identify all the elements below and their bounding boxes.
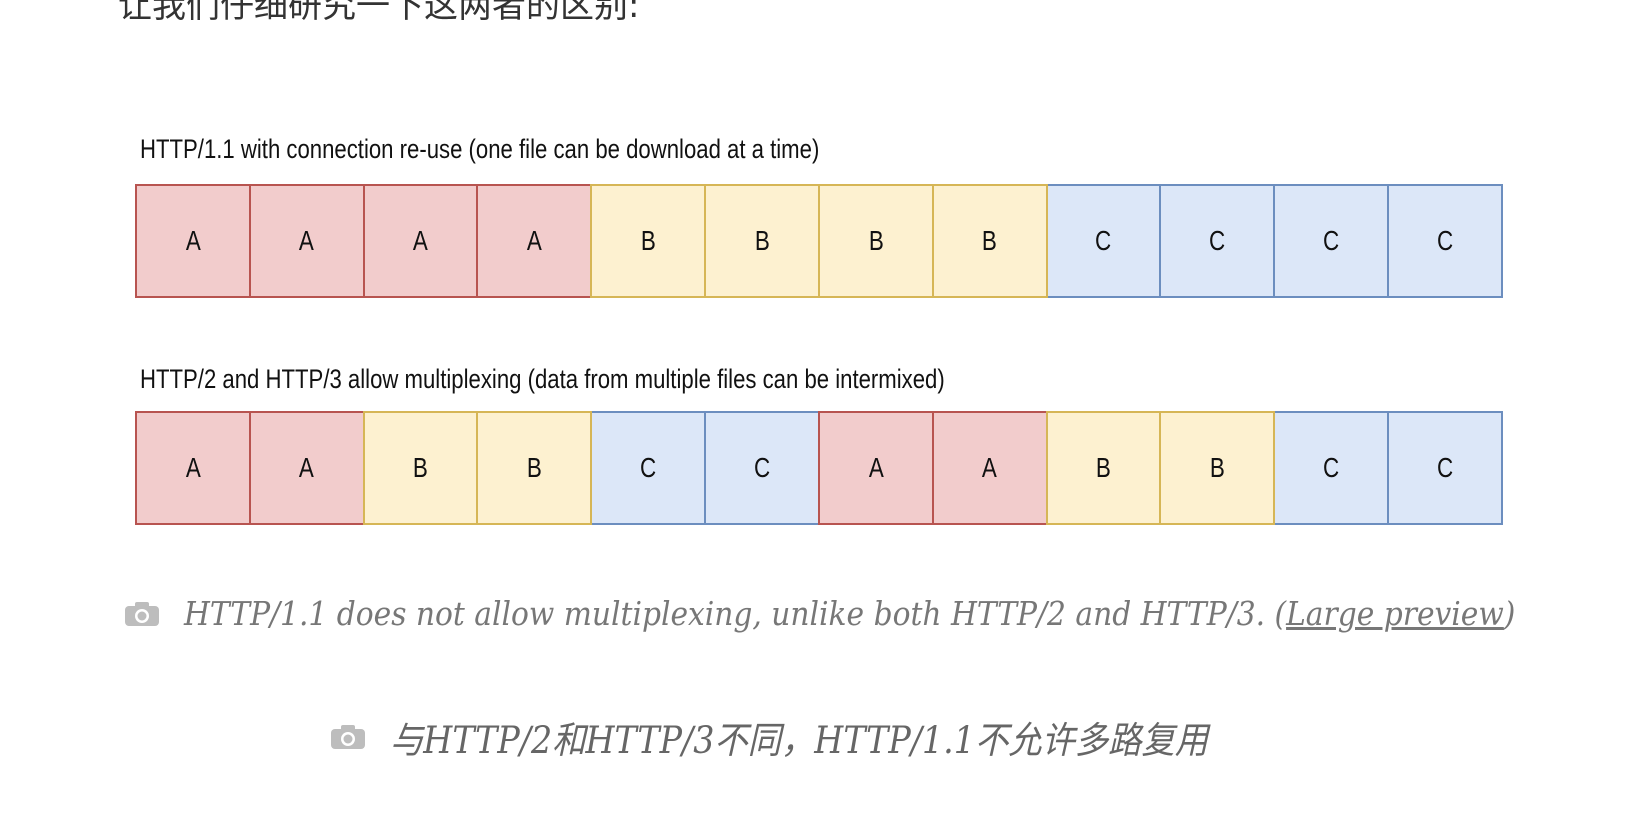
row2-cell-c: C — [1387, 411, 1503, 525]
row1-cell-b: B — [817, 184, 934, 298]
caption-text-wrapper: HTTP/1.1 does not allow multiplexing, un… — [184, 594, 1515, 633]
cell-label: B — [982, 225, 998, 256]
cell-label: C — [1436, 225, 1454, 256]
cell-label: A — [185, 225, 201, 256]
cell-label: B — [754, 225, 770, 256]
cell-label: B — [526, 452, 542, 483]
row1-cell-a: A — [476, 184, 593, 298]
row1-cell-b: B — [704, 184, 820, 298]
row2-cell-b: B — [1045, 411, 1162, 525]
cell-label: C — [640, 452, 657, 483]
row2-title: HTTP/2 and HTTP/3 allow multiplexing (da… — [140, 364, 945, 394]
cell-label: A — [299, 452, 315, 483]
row2-cell-b: B — [362, 411, 479, 525]
cell-label: B — [868, 225, 884, 256]
cell-label: A — [868, 452, 884, 483]
cell-label: A — [299, 225, 315, 256]
row1-cell-c: C — [1273, 184, 1390, 298]
cell-label: A — [413, 225, 429, 256]
cell-label: C — [1323, 225, 1340, 256]
camera-icon — [331, 725, 365, 749]
cell-label: C — [1095, 225, 1112, 256]
row1-cell-a: A — [362, 184, 479, 298]
cell-label: B — [1209, 452, 1225, 483]
intro-text: 让我们仔细研究一下这两者的区别: — [118, 0, 640, 26]
cell-label: A — [982, 452, 998, 483]
figure-caption: HTTP/1.1 does not allow multiplexing, un… — [124, 594, 1640, 633]
row2-cell-a: A — [248, 411, 365, 525]
row1-title: HTTP/1.1 with connection re-use (one fil… — [140, 134, 820, 164]
cell-label: C — [753, 452, 771, 483]
row2-cell-a: A — [135, 411, 251, 525]
row2-cell-c: C — [1273, 411, 1390, 525]
camera-icon — [125, 601, 159, 626]
cell-label: C — [1436, 452, 1454, 483]
cell-label: A — [526, 225, 542, 256]
cell-label: C — [1209, 225, 1226, 256]
caption-text-end: ) — [1503, 594, 1516, 633]
row1-cell-a: A — [135, 184, 251, 298]
caption-text: HTTP/1.1 does not allow multiplexing, un… — [184, 594, 1287, 633]
cell-label: B — [1096, 452, 1112, 483]
cell-label: A — [185, 452, 201, 483]
cell-label: B — [640, 225, 656, 256]
row2-cell-a: A — [931, 411, 1048, 525]
row1-cell-b: B — [590, 184, 707, 298]
row1-cell-c: C — [1045, 184, 1162, 298]
row1-cell-c: C — [1387, 184, 1503, 298]
row1-cell-b: B — [931, 184, 1048, 298]
row1-cell-c: C — [1159, 184, 1276, 298]
cell-label: B — [413, 452, 429, 483]
caption-cn-text: 与HTTP/2和HTTP/3不同，HTTP/1.1不允许多路复用 — [390, 719, 1209, 762]
row2-cell-c: C — [590, 411, 707, 525]
row2-cell-a: A — [817, 411, 934, 525]
row2-cell-c: C — [704, 411, 820, 525]
cell-label: C — [1323, 452, 1340, 483]
row2-cell-b: B — [1159, 411, 1276, 525]
figure-caption-cn: 与HTTP/2和HTTP/3不同，HTTP/1.1不允许多路复用 — [330, 710, 1299, 764]
row1-cell-a: A — [248, 184, 365, 298]
row2-cell-b: B — [476, 411, 593, 525]
large-preview-link[interactable]: Large preview — [1286, 594, 1504, 633]
